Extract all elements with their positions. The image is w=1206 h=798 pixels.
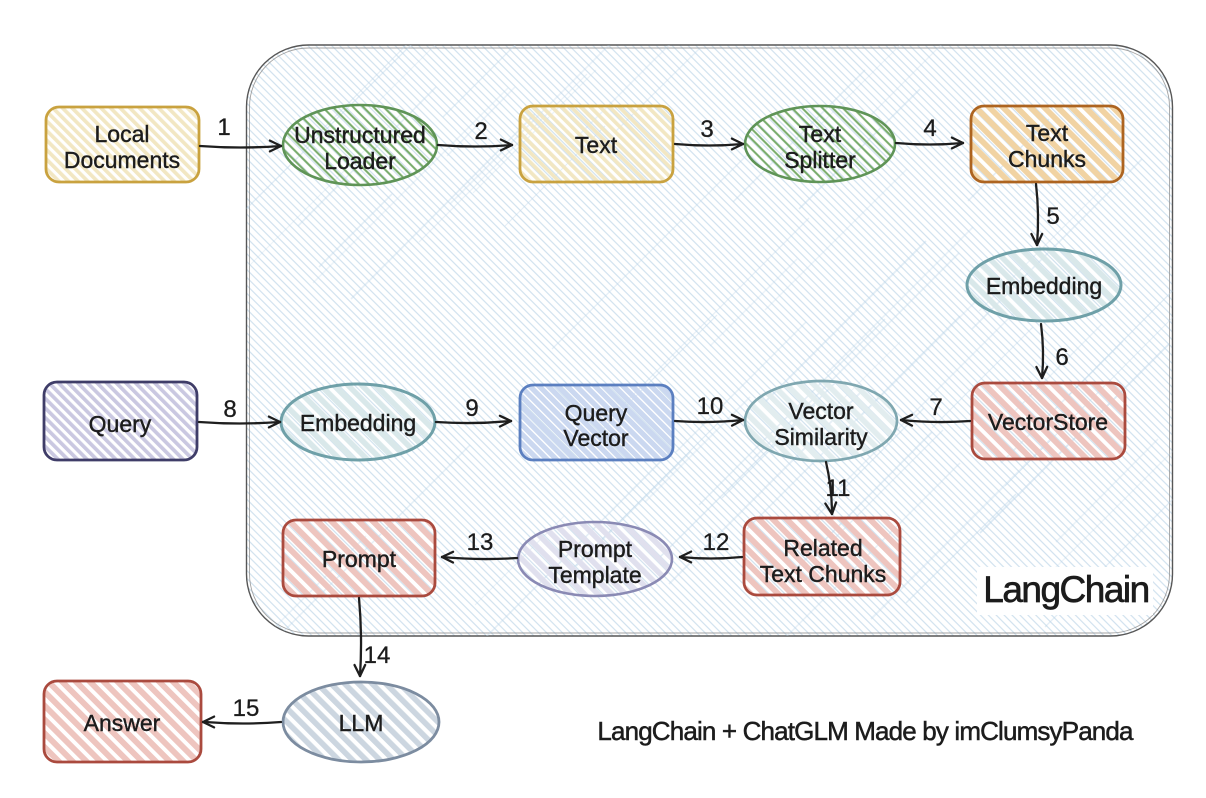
svg-text:13: 13 [467,529,494,556]
svg-text:Text: Text [799,121,842,147]
svg-text:Vector: Vector [788,398,854,424]
svg-text:5: 5 [1046,203,1059,230]
svg-text:Splitter: Splitter [784,147,856,173]
svg-text:15: 15 [233,695,260,722]
svg-text:LLM: LLM [339,710,384,736]
svg-text:1: 1 [217,114,230,141]
svg-text:Chunks: Chunks [1008,146,1086,172]
svg-text:14: 14 [364,642,391,669]
svg-text:LangChain + ChatGLM Made by im: LangChain + ChatGLM Made by imClumsyPand… [597,716,1134,746]
svg-text:8: 8 [223,396,236,423]
svg-text:4: 4 [923,115,936,142]
svg-text:Query: Query [565,400,628,426]
svg-text:Template: Template [548,562,641,588]
svg-text:12: 12 [703,529,730,556]
svg-text:LangChain: LangChain [983,569,1148,610]
svg-text:Unstructured: Unstructured [294,122,426,148]
svg-text:Text Chunks: Text Chunks [760,561,887,587]
svg-text:Embedding: Embedding [986,273,1102,299]
svg-text:2: 2 [474,118,487,145]
svg-text:Text: Text [575,132,618,158]
svg-text:VectorStore: VectorStore [988,409,1108,435]
svg-text:Answer: Answer [84,710,161,736]
svg-text:Loader: Loader [324,148,396,174]
svg-text:Documents: Documents [64,147,180,173]
svg-text:Similarity: Similarity [774,424,868,450]
svg-text:Vector: Vector [563,425,629,451]
svg-text:Prompt: Prompt [322,546,397,572]
svg-text:Related: Related [783,535,862,561]
svg-text:Text: Text [1026,120,1069,146]
svg-text:3: 3 [700,116,713,143]
svg-text:Query: Query [89,411,152,437]
svg-text:11: 11 [826,475,851,502]
svg-text:6: 6 [1055,344,1068,371]
svg-text:9: 9 [465,395,478,422]
svg-text:Embedding: Embedding [300,410,416,436]
svg-text:10: 10 [697,393,724,420]
svg-text:Local: Local [95,121,150,147]
svg-text:Prompt: Prompt [558,536,633,562]
svg-text:7: 7 [929,394,942,421]
